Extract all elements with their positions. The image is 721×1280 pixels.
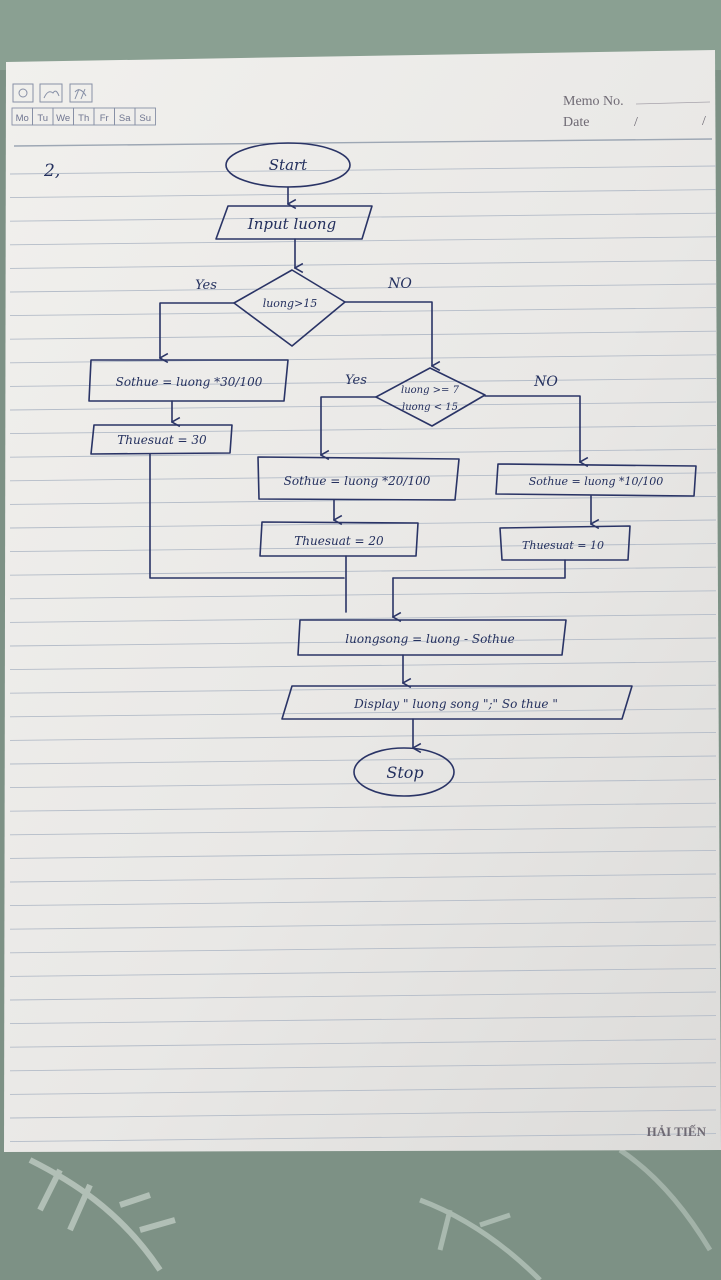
tax10-label: Sothue = luong *10/100 — [529, 475, 664, 488]
decision1-yes: Yes — [195, 278, 217, 293]
cloud-icon — [43, 90, 60, 99]
date-separator-2: / — [702, 114, 706, 129]
ruled-line — [9, 849, 717, 859]
rate30-label: Thuesuat = 30 — [117, 433, 207, 447]
ruled-line — [9, 283, 717, 293]
weekday-label-su: Su — [139, 113, 151, 124]
ruled-line — [9, 826, 717, 836]
ruled-line — [9, 1062, 717, 1072]
ruled-line — [9, 543, 717, 553]
process-tax-20 — [257, 456, 460, 501]
input-label: Input luong — [247, 215, 336, 233]
ruled-line — [9, 802, 717, 812]
tax30-label: Sothue = luong *30/100 — [116, 375, 263, 389]
ruled-line — [9, 377, 717, 387]
ruled-line — [9, 1109, 717, 1119]
weekday-label-th: Th — [78, 113, 89, 124]
header-rule — [13, 138, 713, 147]
memo-label: Memo No. — [563, 94, 624, 109]
flowchart: 2, Start Input luong luong>15 Yes NO Sot… — [43, 142, 697, 797]
ruled-line — [9, 755, 717, 765]
decision-luong-7-15 — [375, 367, 486, 427]
process-tax-10 — [495, 463, 697, 497]
brand-logo: HẢI TIẾN — [647, 1124, 707, 1139]
ruled-line — [9, 1015, 717, 1025]
ruled-line — [9, 590, 717, 600]
ruled-line — [9, 189, 717, 199]
weekday-boxes: Mo Tu We Th Fr Sa Su — [11, 107, 156, 126]
ruled-line — [9, 236, 717, 246]
ruled-line — [9, 708, 717, 718]
ruled-line — [9, 1133, 717, 1143]
decision2-line1: luong >= 7 — [401, 385, 460, 396]
ruled-line — [9, 637, 717, 647]
ruled-line — [9, 897, 717, 907]
weekday-label-sa: Sa — [119, 113, 131, 124]
rate10-label: Thuesuat = 10 — [522, 539, 604, 552]
ruled-line — [9, 779, 717, 789]
tax20-label: Sothue = luong *20/100 — [284, 474, 431, 488]
ruled-line — [9, 967, 717, 977]
weekday-label-tu: Tu — [37, 113, 48, 124]
problem-number: 2, — [43, 161, 60, 181]
decision1-label: luong>15 — [263, 297, 318, 310]
sun-icon — [18, 88, 28, 98]
decision2-no: NO — [533, 374, 558, 390]
stop-label: Stop — [386, 763, 423, 782]
weekday-box — [134, 107, 156, 126]
notebook-header: Mo Tu We Th Fr Sa Su Memo No. Date / / — [11, 83, 711, 130]
ruled-line — [9, 212, 717, 222]
ruled-line — [9, 613, 717, 623]
decision1-no: NO — [387, 276, 412, 292]
weekday-label-mo: Mo — [16, 113, 29, 124]
weekday-label-we: We — [56, 113, 70, 124]
ruled-line — [9, 425, 717, 435]
net-label: luongsong = luong - Sothue — [345, 632, 514, 646]
ruled-line — [9, 401, 717, 411]
start-label: Start — [269, 156, 308, 174]
ruled-line — [9, 566, 717, 576]
umbrella-icon — [74, 88, 87, 100]
ruled-line — [9, 307, 717, 317]
ruled-line — [9, 330, 717, 340]
ruled-line — [9, 448, 717, 458]
ruled-line — [9, 495, 717, 505]
ruled-line — [9, 991, 717, 1001]
date-separator-1: / — [634, 115, 638, 130]
decision2-yes: Yes — [345, 373, 367, 388]
process-rate-20 — [259, 521, 419, 557]
display-label: Display " luong song ";" So thue " — [353, 697, 558, 711]
ruled-lines — [9, 165, 717, 1143]
ruled-line — [9, 1085, 717, 1095]
decision2-line2: luong < 15 — [402, 402, 458, 413]
ruled-line — [9, 1038, 717, 1048]
stop-terminal — [353, 747, 455, 797]
process-net-salary — [297, 619, 567, 656]
process-rate-10 — [499, 525, 631, 561]
ruled-line — [9, 873, 717, 883]
process-rate-30 — [90, 424, 233, 455]
output-display — [281, 685, 633, 720]
input-box — [215, 205, 373, 240]
ruled-line — [9, 354, 717, 364]
ruled-line — [9, 165, 717, 175]
ruled-line — [9, 731, 717, 741]
ruled-line — [9, 661, 717, 671]
ruled-line — [9, 259, 717, 269]
rate20-label: Thuesuat = 20 — [294, 534, 384, 548]
ruled-line — [9, 920, 717, 930]
decision-luong-gt-15 — [233, 269, 346, 347]
weather-icons — [12, 83, 93, 103]
process-tax-30 — [88, 359, 289, 402]
ruled-line — [9, 472, 717, 482]
notebook-page — [4, 50, 721, 1152]
ruled-line — [9, 944, 717, 954]
date-label: Date — [563, 115, 589, 130]
weekday-label-fr: Fr — [100, 113, 109, 124]
